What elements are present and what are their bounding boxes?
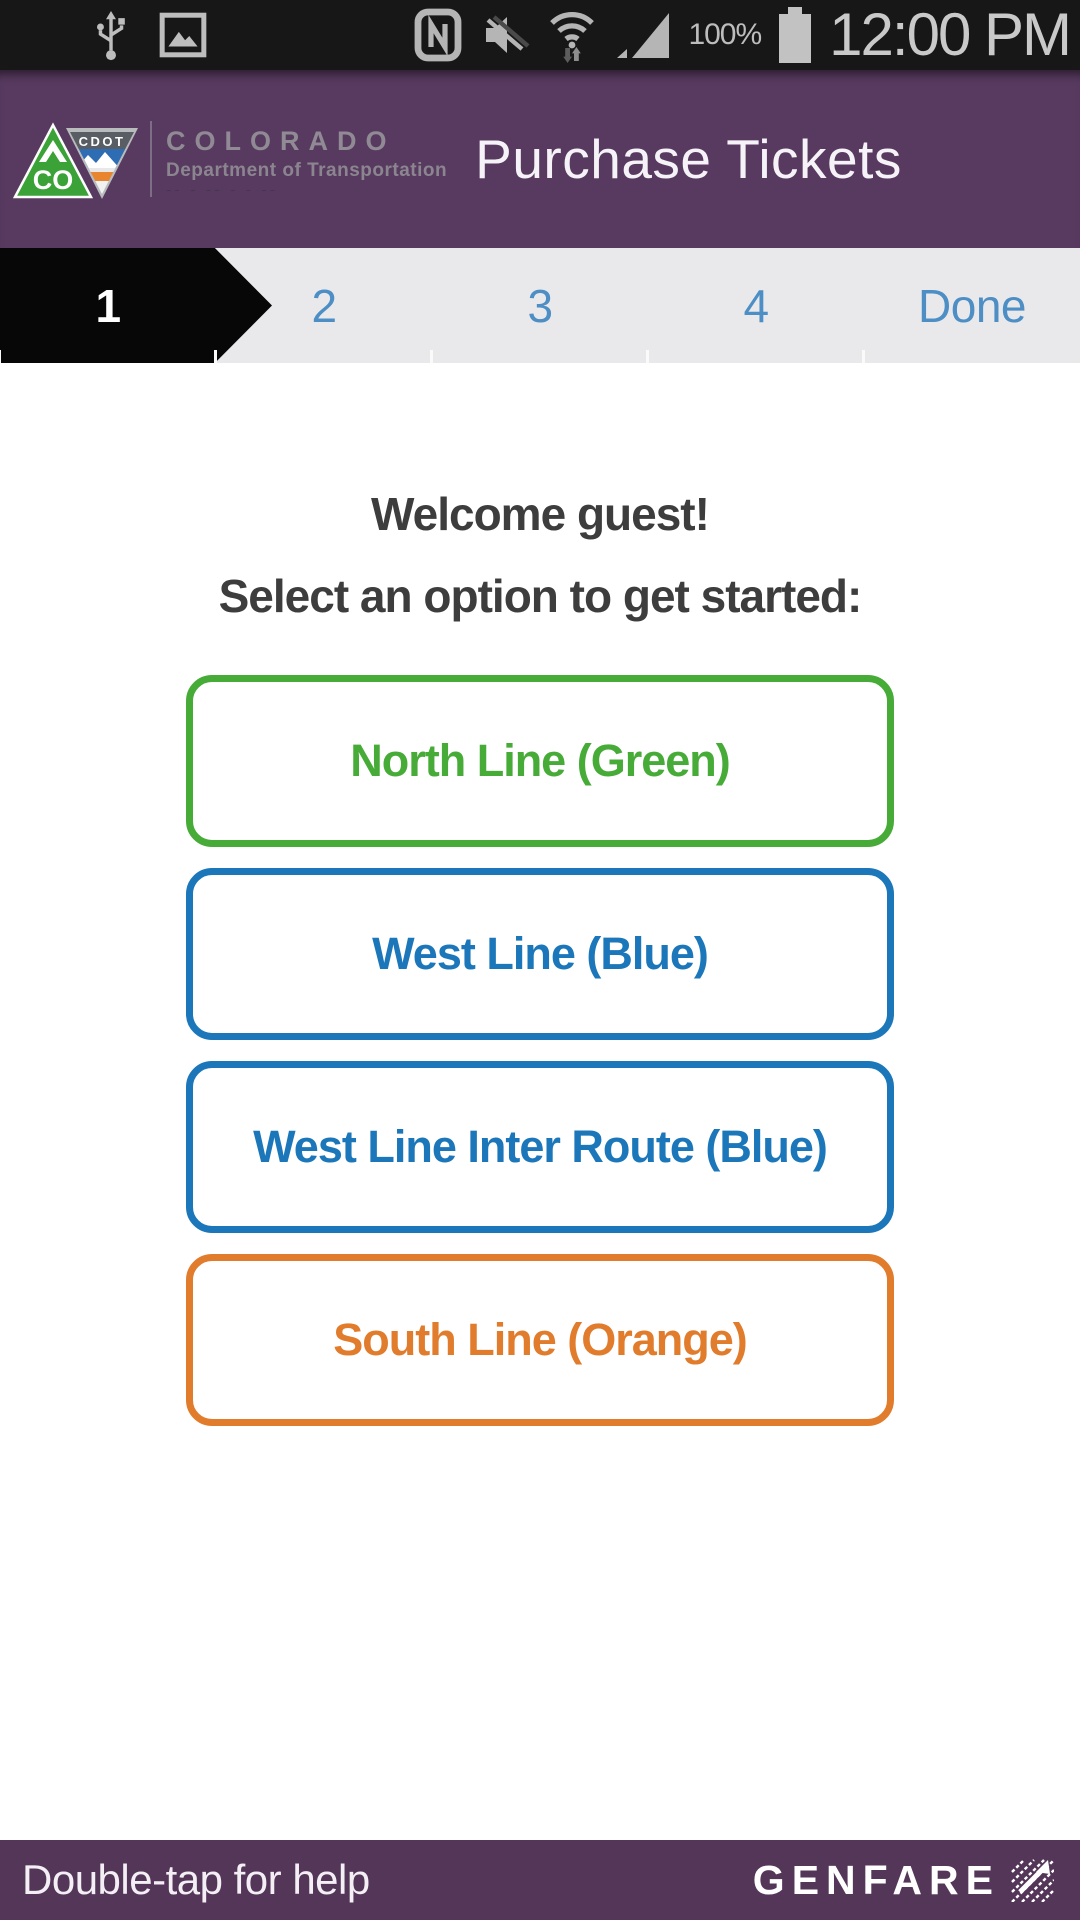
footer-bar: Double-tap for help GENFARE — [0, 1840, 1080, 1920]
west-line-blue-button[interactable]: West Line (Blue) — [186, 868, 894, 1040]
status-bar: 100% 12:00 PM — [0, 0, 1080, 70]
status-icons-right: 100% 12:00 PM — [414, 0, 1072, 70]
genfare-label: GENFARE — [752, 1856, 1000, 1903]
gallery-icon — [158, 10, 208, 60]
subtitle-heading: Select an option to get started: — [218, 570, 863, 622]
step-4: 4 — [646, 248, 864, 363]
step-indicator: 1 2 3 4 Done — [0, 248, 1080, 363]
signal-icon — [614, 10, 672, 60]
welcome-heading: Welcome guest! — [371, 488, 710, 540]
active-step-arrow — [0, 248, 272, 363]
north-line-green-button[interactable]: North Line (Green) — [186, 675, 894, 847]
clock-label: 12:00 PM — [829, 1, 1072, 68]
step-3: 3 — [430, 248, 648, 363]
nfc-icon — [414, 8, 462, 62]
south-line-orange-button[interactable]: South Line (Orange) — [186, 1254, 894, 1426]
genfare-arrow-icon — [1011, 1859, 1054, 1902]
route-options: North Line (Green) West Line (Blue) West… — [0, 675, 1080, 1426]
main-content: Welcome guest! Select an option to get s… — [0, 363, 1080, 1840]
usb-icon — [88, 8, 134, 62]
step-done: Done — [862, 248, 1080, 363]
mute-icon — [478, 9, 530, 61]
step-2: 2 — [214, 248, 432, 363]
cdot-logo-icon: CDOT CO — [12, 122, 138, 199]
status-icons-left — [88, 8, 208, 62]
logo-clipped-line: -- - -- - - -- — [166, 181, 279, 191]
west-line-inter-route-blue-button[interactable]: West Line Inter Route (Blue) — [186, 1061, 894, 1233]
wifi-icon — [546, 7, 598, 63]
genfare-brand: GENFARE — [753, 1857, 1054, 1904]
logo-org-label: COLORADO — [166, 126, 396, 157]
app-header: CDOT CO COLORADO Department of Transport… — [0, 70, 1080, 248]
logo-text: COLORADO Department of Transportation --… — [166, 127, 447, 191]
cdot-logo: CDOT CO COLORADO Department of Transport… — [10, 113, 447, 205]
step-1: 1 — [0, 248, 216, 363]
battery-percent-label: 100% — [688, 18, 762, 51]
help-label: Double-tap for help — [22, 1856, 370, 1903]
svg-text:CO: CO — [33, 165, 74, 195]
logo-divider — [150, 121, 152, 197]
page-title: Purchase Tickets — [475, 128, 902, 190]
logo-dept-label: Department of Transportation — [166, 159, 448, 181]
svg-text:CDOT: CDOT — [79, 134, 126, 149]
battery-icon — [777, 6, 813, 64]
